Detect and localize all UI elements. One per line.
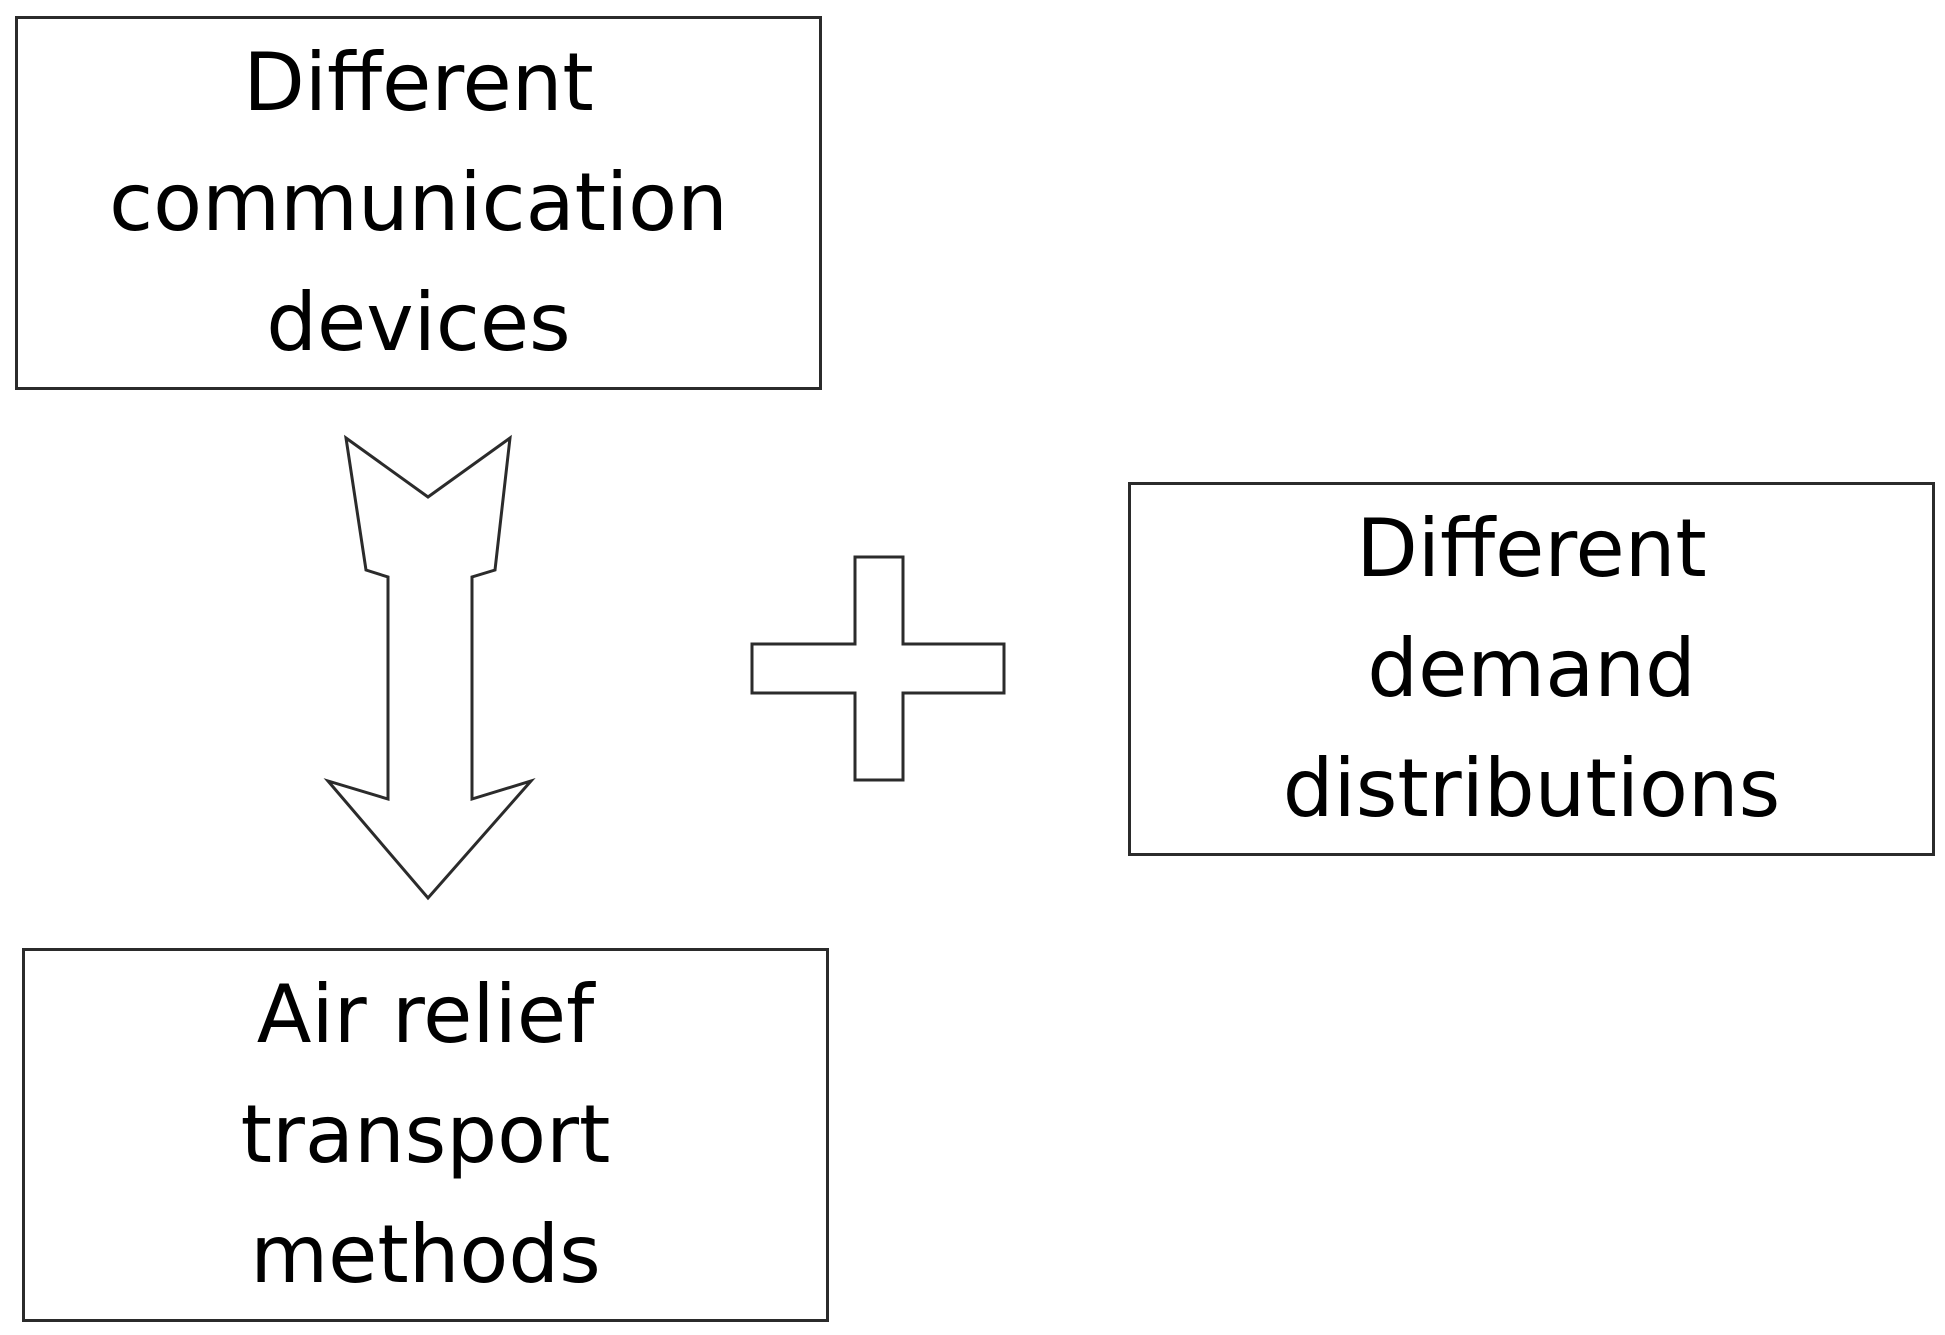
demand-distributions-box: Different demand distributions bbox=[1128, 482, 1935, 856]
communication-devices-box: Different communication devices bbox=[15, 16, 822, 390]
box-text-line: Air relief bbox=[256, 968, 595, 1061]
box-text-line: distributions bbox=[1282, 742, 1781, 835]
plus-icon bbox=[750, 555, 1006, 782]
box-text-line: Different bbox=[1356, 502, 1707, 595]
box-text-line: Different bbox=[243, 36, 594, 129]
box-text-line: demand bbox=[1367, 622, 1696, 715]
box-text-line: communication bbox=[109, 156, 728, 249]
air-relief-transport-box: Air relief transport methods bbox=[22, 948, 829, 1322]
box-text-line: devices bbox=[266, 276, 571, 369]
down-arrow-icon bbox=[323, 434, 536, 901]
box-text-line: transport bbox=[240, 1088, 611, 1181]
box-text-line: methods bbox=[250, 1208, 601, 1301]
